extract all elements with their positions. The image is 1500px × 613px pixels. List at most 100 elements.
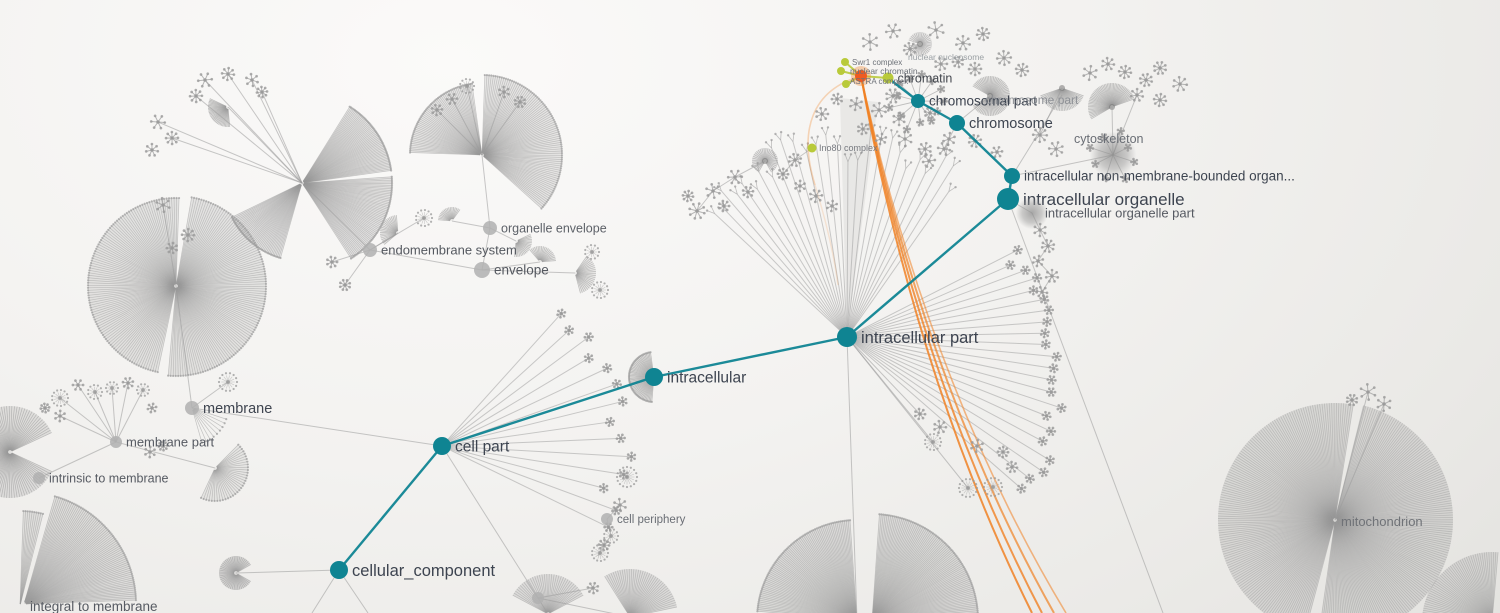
edge	[481, 101, 521, 156]
edge	[1334, 391, 1369, 521]
star-cluster	[144, 445, 156, 459]
edge	[115, 382, 129, 443]
star-cluster	[583, 352, 594, 364]
edge	[537, 597, 614, 613]
star-cluster	[71, 379, 85, 391]
edge	[251, 79, 303, 184]
flower-cluster	[584, 243, 601, 261]
node-astra-complex[interactable]	[842, 80, 850, 88]
node-intracellular-organelle-part[interactable]: intracellular organelle part	[1015, 196, 1195, 230]
orange-edge	[860, 75, 1043, 613]
node-chromosomal-part[interactable]: chromosomal part	[911, 94, 1037, 109]
flower-cluster	[924, 432, 943, 452]
star-cluster	[615, 433, 626, 444]
star-cluster	[1039, 328, 1050, 339]
node-nuclear-chromatin[interactable]	[851, 66, 871, 86]
node-bottom-junction[interactable]	[532, 592, 544, 604]
star-cluster	[1376, 395, 1392, 413]
flower-cluster	[615, 465, 639, 489]
edge	[227, 106, 303, 184]
star-cluster	[180, 227, 196, 243]
node-cell-periphery[interactable]: cell periphery	[601, 513, 686, 526]
node-envelope[interactable]: envelope	[474, 262, 549, 278]
star-cluster	[1121, 174, 1130, 184]
star-cluster	[936, 84, 946, 94]
star-cluster	[1005, 260, 1016, 270]
star-cluster	[326, 255, 339, 269]
star-cluster	[1048, 363, 1059, 374]
node-g2[interactable]	[837, 67, 845, 75]
fan-cluster	[230, 183, 302, 260]
star-cluster	[681, 189, 695, 203]
star-cluster	[583, 332, 594, 342]
star-cluster	[870, 101, 887, 118]
fan-cluster	[872, 513, 979, 613]
star-cluster	[1035, 285, 1049, 299]
teal-path-edge	[338, 445, 443, 571]
node-membrane-part[interactable]: membrane part	[110, 435, 215, 450]
star-cluster	[934, 56, 949, 72]
star-cluster	[430, 103, 444, 117]
star-cluster	[1031, 126, 1049, 144]
fan-cluster	[199, 443, 250, 503]
node-chromosome[interactable]: chromosome	[949, 115, 1053, 132]
star-cluster	[967, 61, 983, 77]
fan-cluster	[24, 495, 138, 605]
node-endomembrane-system[interactable]: endomembrane system	[363, 243, 517, 258]
teal-path-edge	[441, 375, 655, 448]
fan-cluster	[442, 308, 637, 532]
star-cluster	[498, 85, 510, 99]
label-chromatin: chromatin	[898, 71, 953, 85]
node-membrane[interactable]: membrane	[185, 401, 272, 417]
star-cluster	[1005, 460, 1019, 474]
node-cell-part[interactable]: cell part	[433, 437, 510, 455]
star-cluster	[1101, 56, 1116, 72]
text-label: nuclear nucleosome	[908, 52, 984, 62]
star-cluster	[927, 116, 936, 125]
node-intracellular-non-membrane[interactable]: intracellular non-membrane-bounded organ…	[1004, 168, 1295, 184]
edge	[157, 121, 303, 184]
fan-cluster	[1321, 405, 1454, 613]
star-cluster	[787, 152, 803, 168]
edge	[712, 176, 736, 192]
star-cluster	[149, 114, 167, 130]
edge	[481, 261, 541, 271]
star-cluster	[726, 169, 744, 185]
star-cluster	[1047, 141, 1064, 158]
star-cluster	[902, 41, 918, 57]
node-cytoskeleton[interactable]: cytoskeleton	[1074, 131, 1144, 179]
node-intracellular-organelle[interactable]: intracellular organelle	[997, 188, 1185, 210]
edge	[537, 587, 594, 599]
star-cluster	[164, 130, 180, 146]
edge	[77, 384, 117, 443]
node-swr1-complex[interactable]	[841, 58, 849, 66]
node-cellular-component[interactable]: cellular_component	[330, 561, 496, 580]
node-ino80-complex[interactable]	[807, 143, 817, 153]
node-intracellular[interactable]: intracellular	[645, 368, 746, 386]
star-cluster	[1031, 254, 1045, 268]
star-cluster	[936, 142, 952, 156]
edge	[344, 249, 371, 286]
flower-cluster	[603, 527, 620, 545]
edge	[1039, 229, 1049, 247]
fan-cluster	[972, 75, 1011, 117]
star-cluster	[927, 21, 945, 39]
star-cluster	[1040, 339, 1051, 350]
flower-cluster	[51, 388, 70, 408]
fan-cluster	[207, 98, 231, 128]
star-cluster	[1116, 126, 1125, 136]
star-cluster	[776, 167, 790, 181]
node-chromatin[interactable]: chromatin	[882, 71, 953, 85]
node-intrinsic-to-membrane[interactable]: intrinsic to membrane	[33, 471, 169, 485]
edge	[451, 98, 483, 156]
label-organelle-envelope: organelle envelope	[501, 221, 607, 235]
flower-cluster	[982, 477, 1004, 497]
node-intracellular-part[interactable]: intracellular part	[837, 327, 979, 347]
fan-cluster	[438, 206, 461, 222]
star-cluster	[975, 26, 991, 42]
star-cluster	[220, 66, 236, 82]
edge	[59, 415, 117, 443]
node-organelle-envelope[interactable]: organelle envelope	[483, 221, 607, 235]
star-cluster	[1031, 273, 1043, 283]
